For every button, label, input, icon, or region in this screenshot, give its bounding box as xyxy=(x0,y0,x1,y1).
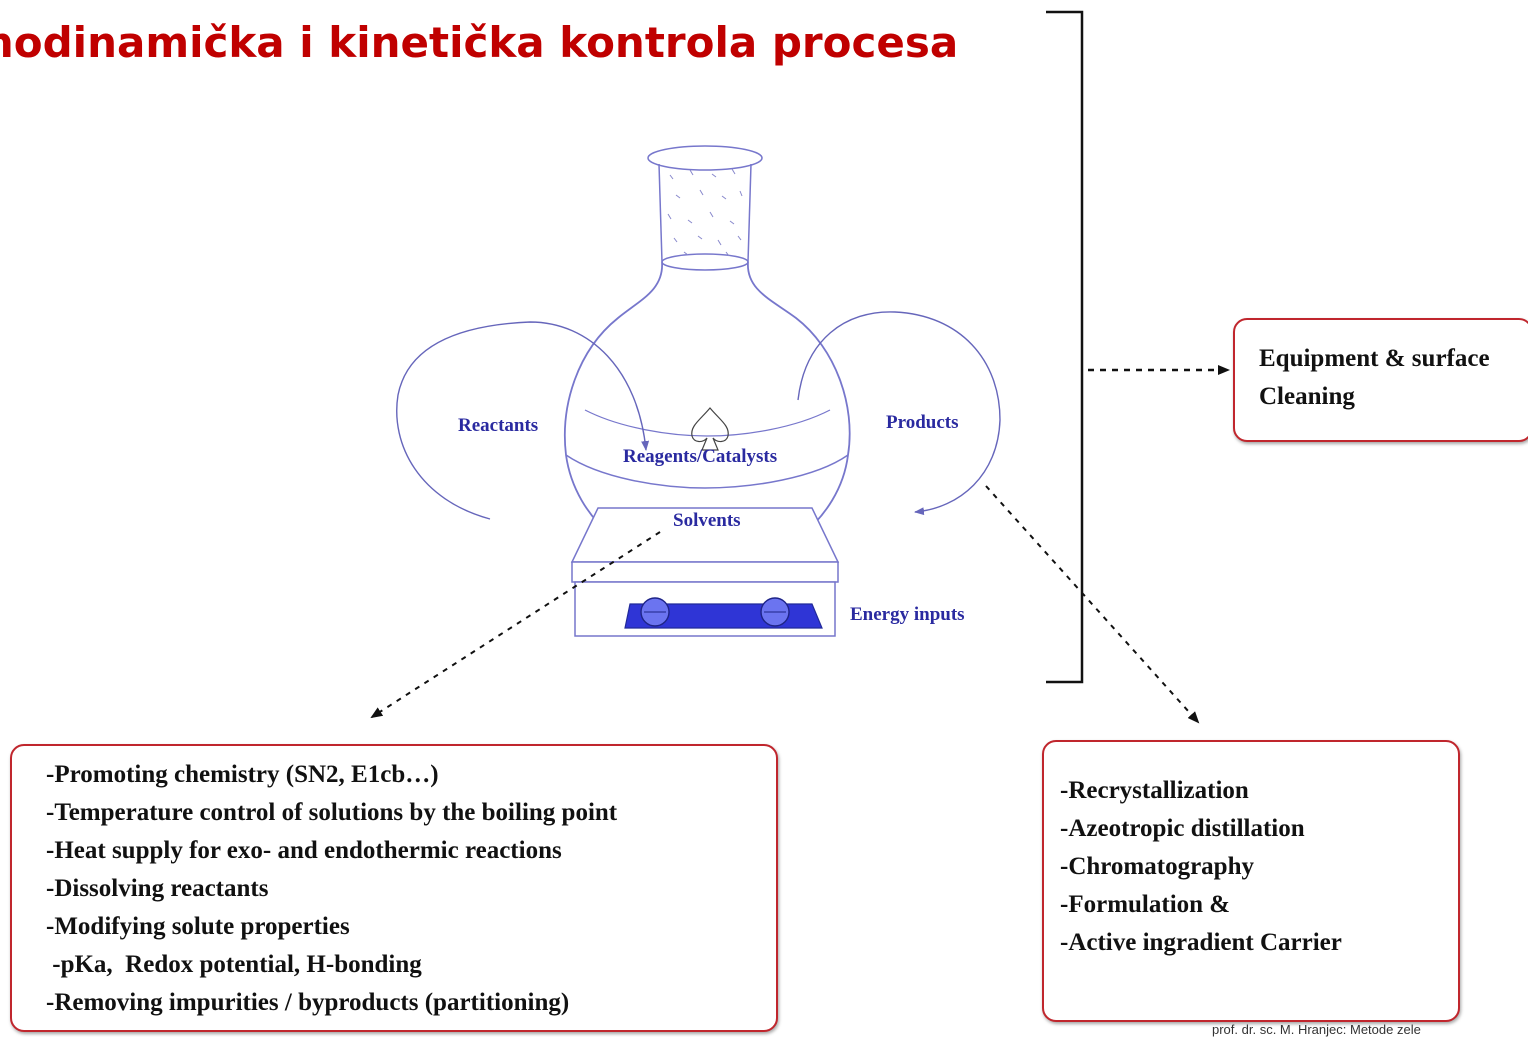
slide-title: modinamička i kinetička kontrola procesa xyxy=(0,18,959,67)
products-process-item: -Active ingradient Carrier xyxy=(1060,929,1342,956)
solvent-role-item: -Removing impurities / byproducts (parti… xyxy=(46,989,570,1016)
cleaning-line: Cleaning xyxy=(1259,383,1355,410)
neck-stopper-speckles xyxy=(667,168,743,257)
products-label: Products xyxy=(886,412,959,433)
solvent-role-item: -pKa, Redox potential, H-bonding xyxy=(46,951,422,978)
solvents-label: Solvents xyxy=(673,510,741,531)
right-bracket xyxy=(1046,10,1084,684)
reactants-arrow xyxy=(396,321,650,520)
cleaning-line: Equipment & surface xyxy=(1259,345,1490,372)
solvent-role-item: -Promoting chemistry (SN2, E1cb…) xyxy=(46,761,439,788)
products-arrow xyxy=(797,311,1001,516)
solvent-role-item: -Modifying solute properties xyxy=(46,913,350,940)
spade-icon xyxy=(691,407,729,451)
products-dotted-arrow xyxy=(985,485,1200,724)
products-process-item: -Recrystallization xyxy=(1060,777,1249,804)
solvent-arrow xyxy=(370,531,661,719)
footer-credit: prof. dr. sc. M. Hranjec: Metode zele xyxy=(1212,1022,1421,1037)
solvent-role-item: -Dissolving reactants xyxy=(46,875,269,902)
flask-neck xyxy=(647,145,763,271)
reagents-catalysts-label: Reagents/Catalysts xyxy=(623,446,778,467)
energy-inputs-label: Energy inputs xyxy=(850,604,965,625)
products-process-item: -Chromatography xyxy=(1060,853,1254,880)
solvent-roles-box: -Promoting chemistry (SN2, E1cb…) -Tempe… xyxy=(10,744,778,1032)
products-processing-box: -Recrystallization -Azeotropic distillat… xyxy=(1042,740,1460,1022)
reactants-label: Reactants xyxy=(458,415,539,436)
products-process-item: -Azeotropic distillation xyxy=(1060,815,1305,842)
products-process-item: -Formulation & xyxy=(1060,891,1231,918)
cleaning-box: Equipment & surface Cleaning xyxy=(1233,318,1528,442)
solvent-role-item: -Heat supply for exo- and endothermic re… xyxy=(46,837,562,864)
hotplate xyxy=(570,507,840,637)
solvent-role-item: -Temperature control of solutions by the… xyxy=(46,799,618,826)
